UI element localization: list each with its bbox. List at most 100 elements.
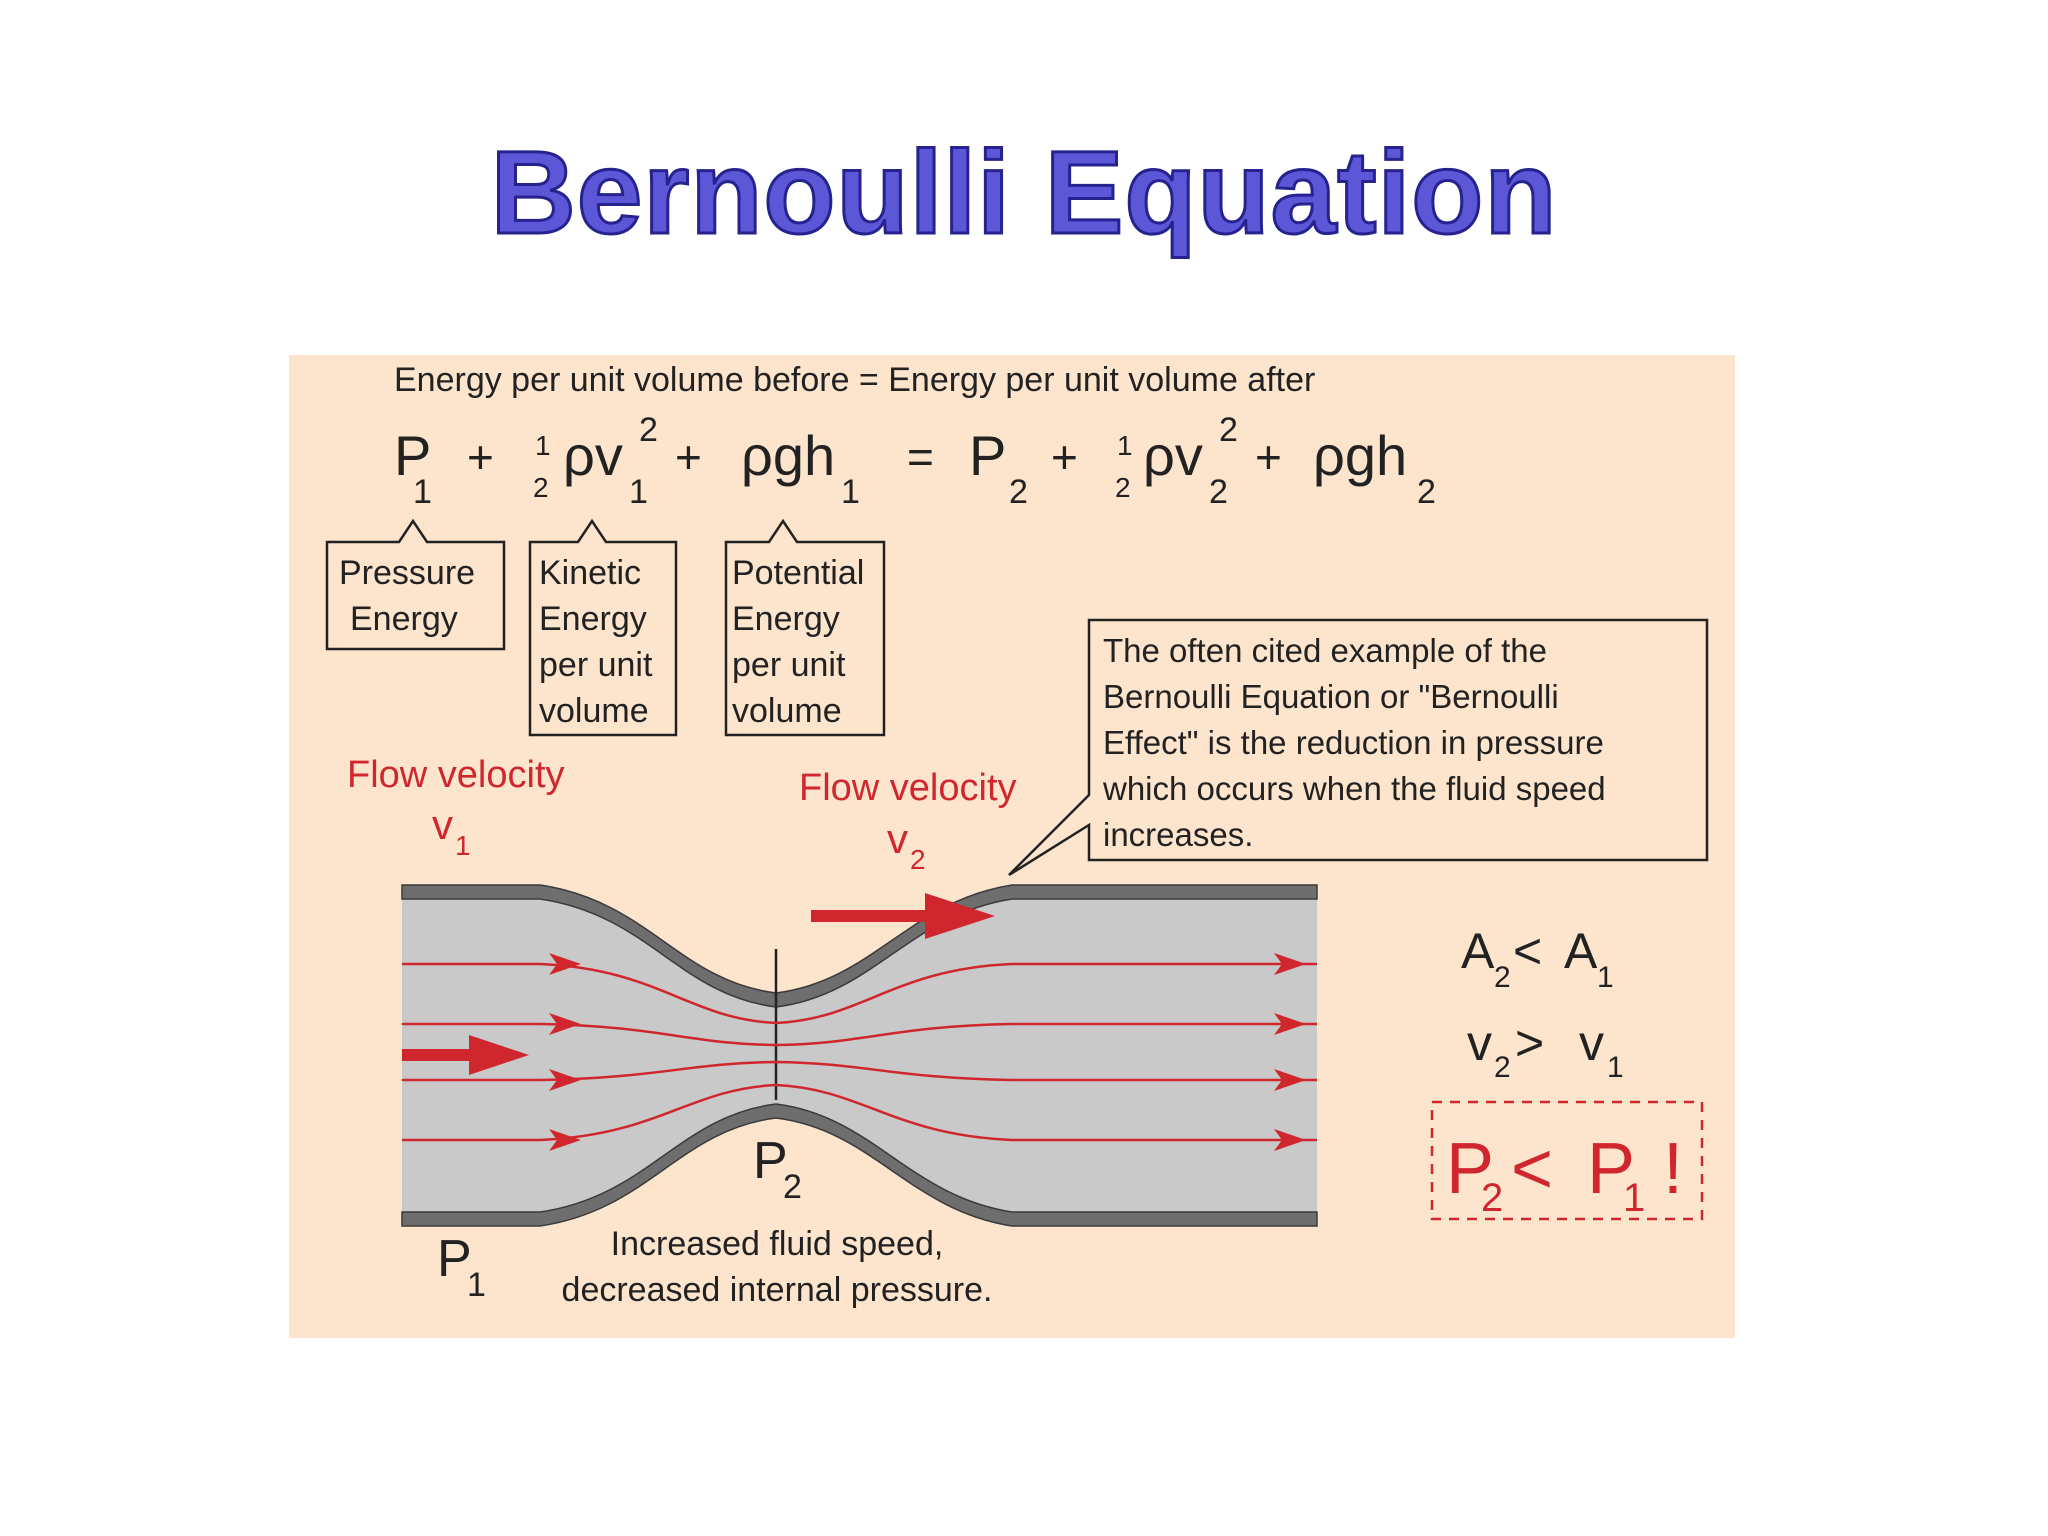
velocity-relation: v 2 > v 1 <box>1467 1015 1624 1084</box>
eq-rho-v2: ρv <box>1143 424 1203 487</box>
arrowhead-2b <box>1274 1013 1306 1035</box>
vel-v1: v <box>1579 1015 1604 1071</box>
p1-label: P 1 <box>437 1230 486 1304</box>
kinetic-box-line-4: volume <box>539 692 649 730</box>
inlet-flow-arrow <box>402 1035 529 1075</box>
vel-v1-sub: 1 <box>1607 1051 1624 1084</box>
pressure-energy-box: Pressure Energy <box>325 518 506 651</box>
p1-var: P <box>437 1230 472 1288</box>
flow2-var: v <box>887 815 908 862</box>
flow1-sub: 1 <box>455 830 471 861</box>
eq-v2-sub: 2 <box>1209 473 1228 511</box>
eq-half-den-2: 2 <box>1115 472 1131 503</box>
area-a2: A <box>1461 923 1495 979</box>
eq-plus-3: + <box>1051 431 1078 483</box>
kinetic-energy-box: Kinetic Energy per unit volume <box>528 518 678 737</box>
note-line-3: Effect" is the reduction in pressure <box>1103 724 1604 761</box>
note-line-5: increases. <box>1103 816 1253 853</box>
eq-h1-sub: 1 <box>841 473 860 511</box>
eq-v2-sup: 2 <box>1219 411 1238 449</box>
flow1-var: v <box>432 801 453 848</box>
arrowhead-1b <box>1274 953 1306 975</box>
pr-op: < <box>1511 1129 1553 1209</box>
area-op: < <box>1513 923 1542 979</box>
eq-half-num-2: 1 <box>1117 430 1133 461</box>
venturi-tube <box>401 884 1318 1227</box>
pressure-box-line-2: Energy <box>350 600 458 638</box>
throat-flow-arrow <box>811 893 995 939</box>
fluid-region <box>402 899 1317 1212</box>
potential-box-line-4: volume <box>732 692 842 730</box>
p2-label: P 2 <box>753 1132 802 1206</box>
flow2-text: Flow velocity <box>799 767 1017 809</box>
pr-p1: P <box>1587 1129 1635 1209</box>
kinetic-box-line-1: Kinetic <box>539 554 641 592</box>
eq-rho-g-h1: ρgh <box>741 424 835 487</box>
streamline-4 <box>402 1083 1317 1142</box>
caption-line-2: decreased internal pressure. <box>562 1271 993 1309</box>
arrowhead-3a <box>549 1069 581 1091</box>
eq-p1-sub: 1 <box>413 473 432 511</box>
pr-bang: ! <box>1663 1129 1683 1209</box>
flow1-text: Flow velocity <box>347 754 565 796</box>
pr-p2-sub: 2 <box>1481 1176 1503 1220</box>
potential-box-line-2: Energy <box>732 600 840 638</box>
bernoulli-diagram: Energy per unit volume before = Energy p… <box>289 355 1735 1338</box>
area-relation: A 2 < A 1 <box>1461 923 1614 994</box>
eq-half-num-1: 1 <box>535 430 551 461</box>
top-pipe-wall <box>401 884 1318 1008</box>
streamline-3 <box>402 1060 1317 1082</box>
p1-sub: 1 <box>467 1266 486 1304</box>
potential-box-line-3: per unit <box>732 646 846 684</box>
pr-p1-sub: 1 <box>1623 1176 1645 1220</box>
arrowhead-1a <box>549 953 581 975</box>
pressure-box-line-1: Pressure <box>339 554 475 592</box>
vel-v2-sub: 2 <box>1494 1051 1511 1084</box>
caption-line-1: Increased fluid speed, <box>611 1225 944 1263</box>
arrowhead-4a <box>549 1129 581 1151</box>
energy-header: Energy per unit volume before = Energy p… <box>394 361 1315 399</box>
diagram-canvas: Energy per unit volume before = Energy p… <box>325 361 1709 1309</box>
kinetic-box-line-2: Energy <box>539 600 647 638</box>
eq-p2: P <box>969 424 1006 487</box>
eq-p2-sub: 2 <box>1009 473 1028 511</box>
pressure-relation-dashed-box <box>1430 1100 1704 1221</box>
streamline-2 <box>402 1022 1317 1047</box>
arrowhead-2a <box>549 1013 581 1035</box>
pressure-relation: P 2 < P 1 ! <box>1430 1100 1704 1221</box>
eq-plus-2: + <box>675 431 702 483</box>
eq-half-den-1: 2 <box>533 472 549 503</box>
eq-v1-sup: 2 <box>639 411 658 449</box>
eq-v1-sub: 1 <box>629 473 648 511</box>
arrowhead-4b <box>1274 1129 1306 1151</box>
eq-rho-g-h2: ρgh <box>1313 424 1407 487</box>
bernoulli-equation: P 1 + 1 2 ρv 2 1 + ρgh 1 = P 2 + 1 2 ρv … <box>394 411 1436 511</box>
eq-h2-sub: 2 <box>1417 473 1436 511</box>
streamline-1 <box>402 962 1317 1025</box>
note-line-4: which occurs when the fluid speed <box>1102 770 1606 807</box>
flow-velocity-1-label: Flow velocity v 1 <box>347 754 565 861</box>
flow-velocity-2-label: Flow velocity v 2 <box>799 767 1017 875</box>
note-line-1: The often cited example of the <box>1103 632 1547 669</box>
vel-v2: v <box>1467 1015 1492 1071</box>
potential-box-line-1: Potential <box>732 554 864 592</box>
eq-equals: = <box>907 431 934 483</box>
note-line-2: Bernoulli Equation or "Bernoulli <box>1103 678 1559 715</box>
arrowhead-3b <box>1274 1069 1306 1091</box>
pr-p2: P <box>1446 1129 1494 1209</box>
eq-plus-1: + <box>467 431 494 483</box>
flow2-sub: 2 <box>910 844 926 875</box>
area-a1-sub: 1 <box>1597 961 1614 994</box>
potential-energy-box: Potential Energy per unit volume <box>724 518 886 737</box>
eq-plus-4: + <box>1255 431 1282 483</box>
eq-rho-v1: ρv <box>563 424 623 487</box>
area-a2-sub: 2 <box>1494 961 1511 994</box>
slide-title: Bernoulli Equation <box>489 126 1558 261</box>
vel-op: > <box>1515 1015 1544 1071</box>
eq-p1: P <box>394 424 431 487</box>
bernoulli-effect-note: The often cited example of the Bernoulli… <box>1008 618 1709 877</box>
kinetic-box-line-3: per unit <box>539 646 653 684</box>
area-a1: A <box>1564 923 1598 979</box>
bottom-pipe-wall <box>401 1103 1318 1227</box>
p2-sub: 2 <box>783 1168 802 1206</box>
